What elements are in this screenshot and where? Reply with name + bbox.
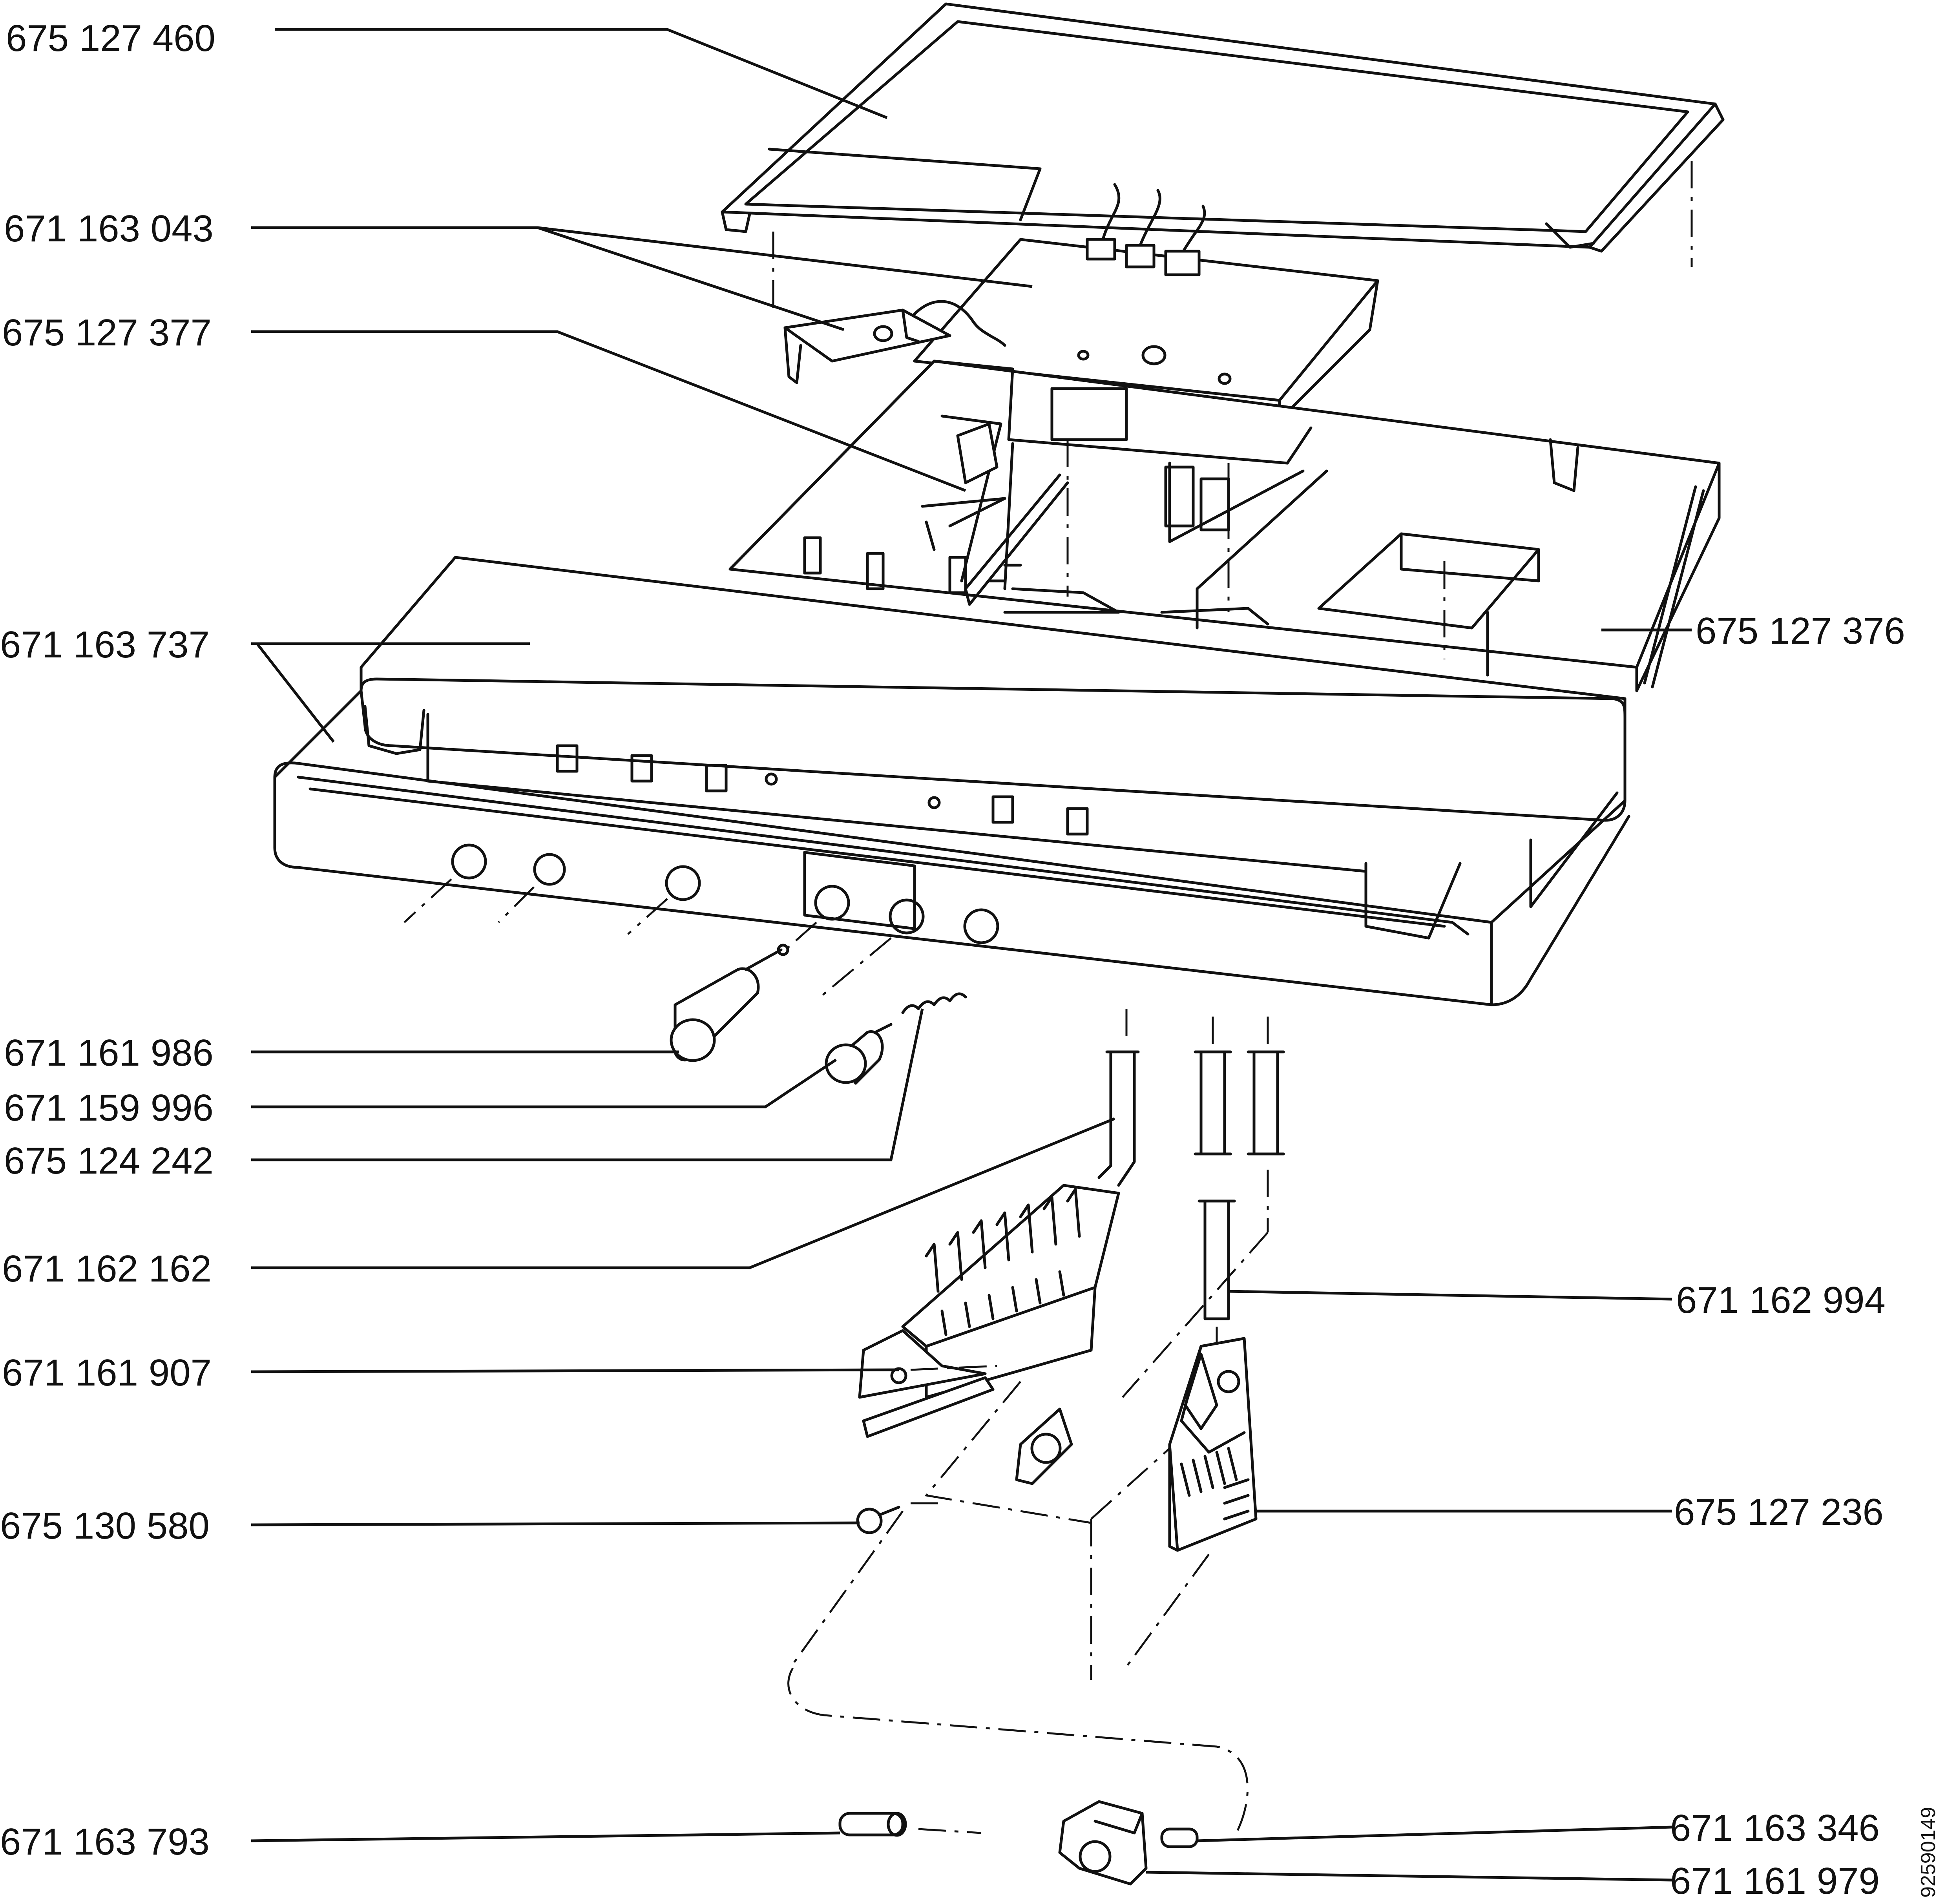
label-671-162-162: 671 162 162 [2, 1248, 212, 1290]
label-671-161-907: 671 161 907 [2, 1352, 212, 1394]
label-671-163-043: 671 163 043 [4, 208, 214, 250]
label-675-127-377: 675 127 377 [2, 312, 212, 354]
top-cover [721, 2, 1725, 314]
label-671-163-737: 671 163 737 [0, 624, 210, 666]
drawing-code: 92590149 [1917, 1807, 1940, 1898]
label-671-163-793: 671 163 793 [0, 1821, 210, 1863]
thermostat-block [1090, 1337, 1258, 1680]
sensor-rods [1122, 1017, 1285, 1398]
label-671-161-979: 671 161 979 [1670, 1860, 1880, 1902]
knob-parts [670, 944, 967, 1085]
label-675-127-236: 675 127 236 [1674, 1491, 1884, 1533]
label-671-163-346: 671 163 346 [1670, 1807, 1880, 1849]
label-675-127-460: 675 127 460 [6, 17, 215, 59]
heating-element [858, 1009, 1140, 1438]
small-parts [787, 1381, 1249, 1886]
panel-switches [556, 744, 1089, 836]
label-675-127-376: 675 127 376 [1696, 610, 1905, 652]
control-housing [728, 360, 1721, 692]
leader-lines [251, 28, 1692, 1882]
front-fascia [273, 556, 1630, 1006]
label-671-161-986: 671 161 986 [4, 1032, 214, 1074]
label-675-124-242: 675 124 242 [4, 1140, 214, 1182]
part-labels: 675 127 460 671 163 043 675 127 377 671 … [0, 17, 1940, 1902]
label-671-162-994: 671 162 994 [1676, 1279, 1886, 1321]
label-671-159-996: 671 159 996 [4, 1087, 214, 1129]
label-675-130-580: 675 130 580 [0, 1505, 210, 1547]
